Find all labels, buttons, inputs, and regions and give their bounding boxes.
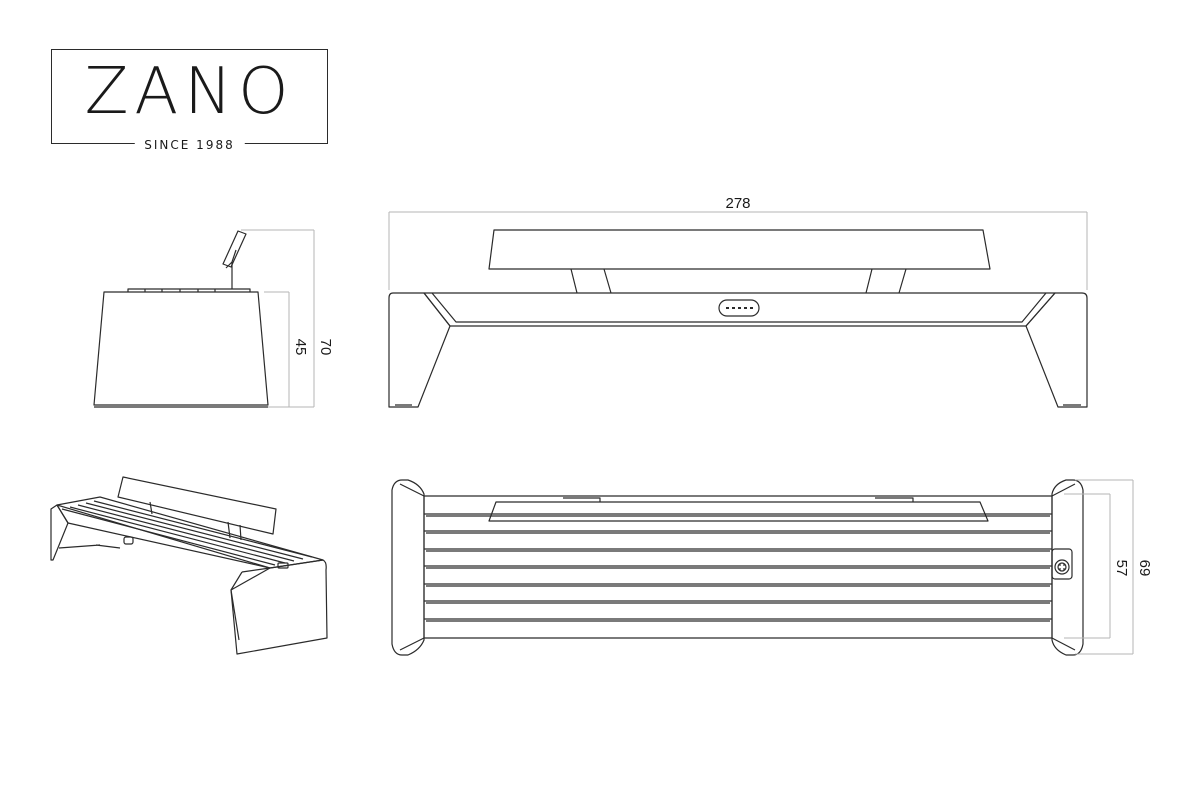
top-view-end-right <box>1051 479 1084 656</box>
perspective-usb-port <box>277 562 289 569</box>
perspective-charging-port <box>123 536 134 545</box>
top-view <box>391 479 1084 656</box>
side-view-slats <box>127 288 251 292</box>
logo-tagline: SINCE 1988 <box>134 138 245 152</box>
perspective-leg-left <box>50 504 69 561</box>
perspective-view <box>50 476 328 655</box>
perspective-backrest <box>117 476 277 535</box>
front-view-backrest-support-left <box>570 268 612 294</box>
side-view-body <box>93 291 269 406</box>
front-view-leg-left <box>388 292 451 408</box>
dim-overall-length: 278 <box>725 195 750 212</box>
charging-port-dots <box>726 307 753 309</box>
top-view-charging-connector <box>1054 559 1070 575</box>
front-view-backrest <box>488 229 991 270</box>
side-view-backrest <box>222 230 247 268</box>
side-view <box>93 230 269 408</box>
perspective-seat <box>56 496 324 569</box>
front-view-charging-port <box>718 299 760 317</box>
top-view-backrest <box>488 501 989 522</box>
front-view <box>388 229 1088 408</box>
top-view-connector-pins <box>1059 564 1065 570</box>
top-view-control-box <box>1051 548 1073 580</box>
logo: ZANO SINCE 1988 <box>51 49 328 152</box>
logo-wordmark: ZANO <box>84 55 295 129</box>
front-view-backrest-support-right <box>865 268 907 294</box>
perspective-leg-right <box>230 559 328 655</box>
dimension-lines <box>241 211 1134 655</box>
front-view-seat <box>423 292 1056 327</box>
top-view-slats <box>423 495 1053 639</box>
perspective-seat-slats <box>61 500 313 566</box>
dim-total-height: 70 <box>317 339 334 356</box>
front-view-leg-right <box>1025 292 1088 408</box>
top-view-end-left <box>391 479 425 656</box>
dim-total-depth: 69 <box>1136 560 1153 577</box>
dim-seat-depth: 57 <box>1113 560 1130 577</box>
dim-seat-height: 45 <box>292 339 309 356</box>
